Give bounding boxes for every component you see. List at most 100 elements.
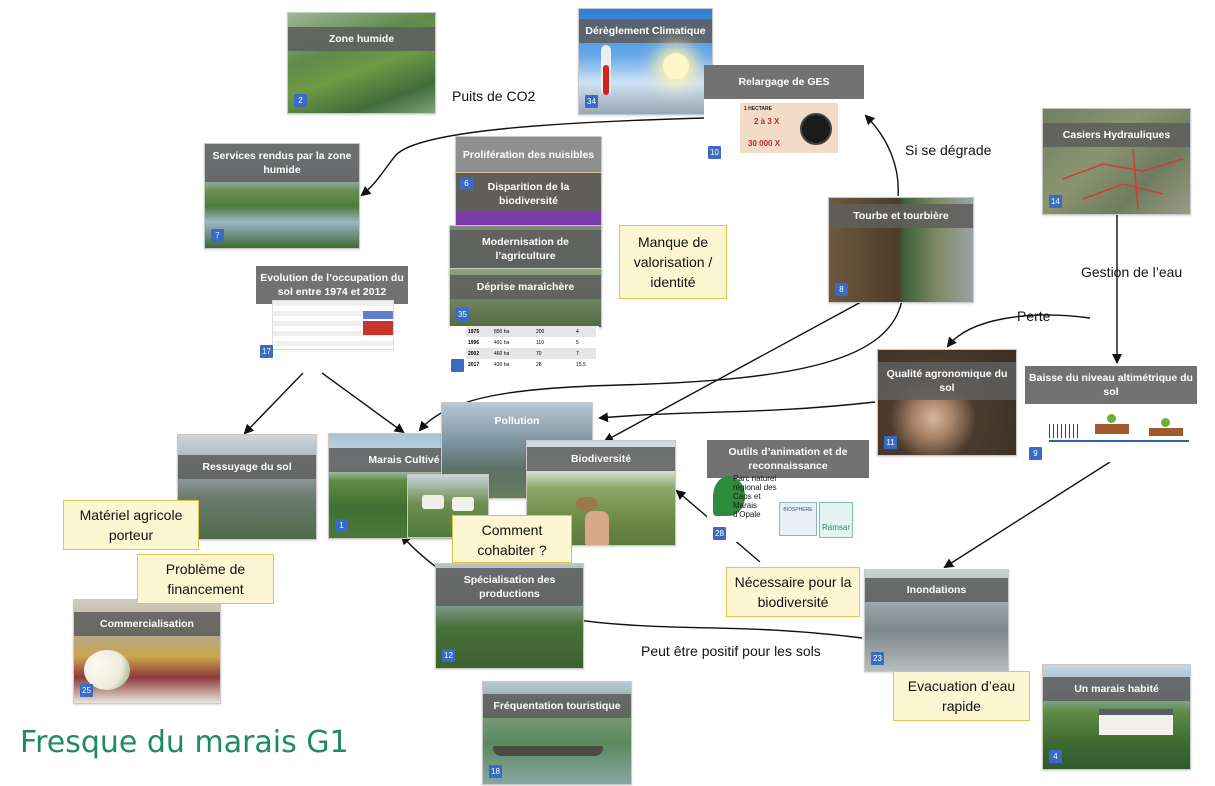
occupation-table bbox=[272, 300, 394, 350]
arrow-evolution-to-ressuyage bbox=[243, 372, 304, 435]
card-title: Déprise maraîchère bbox=[450, 275, 601, 299]
cattle-photo bbox=[407, 474, 489, 538]
card-number: 28 bbox=[713, 527, 726, 540]
card-title: Pollution bbox=[494, 415, 540, 427]
card-title: Inondations bbox=[865, 578, 1008, 602]
table-row: 2002 460 ha 70 7 bbox=[466, 348, 596, 359]
card-title: Biodiversité bbox=[527, 447, 675, 471]
card-commercialisation[interactable]: Commercialisation 25 bbox=[73, 599, 221, 704]
arrow-qualite-to-marais bbox=[598, 401, 876, 423]
card-number: 23 bbox=[871, 652, 884, 665]
table-row: 2017 430 ha 28 15.5 bbox=[466, 359, 596, 370]
map-outline bbox=[1062, 148, 1184, 210]
label-si-se-degrade: Si se dégrade bbox=[905, 142, 992, 158]
card-baisse-niveau[interactable]: Baisse du niveau altimétrique du sol 9 bbox=[1025, 366, 1197, 462]
boat-icon bbox=[493, 746, 603, 756]
card-services-rendus[interactable]: Services rendus par la zone humide 7 bbox=[204, 143, 360, 249]
card-evolution-occupation-sol[interactable]: Evolution de l’occupation du sol entre 1… bbox=[256, 266, 408, 368]
card-title: Dérèglement Climatique bbox=[579, 19, 712, 43]
card-relargage-ges[interactable]: Relargage de GES 1 HECTARE 2 à 3 X 30 00… bbox=[704, 65, 864, 165]
biosphere-logo-icon: BIOSPHÈRE bbox=[779, 502, 817, 536]
deprise-table: 1975 850 ha 200 4 1996 491 ha 110 5 2002… bbox=[449, 326, 599, 374]
arrow-relargage-to-services bbox=[360, 117, 707, 197]
label-positif-sols: Peut être positif pour les sols bbox=[641, 643, 821, 659]
card-title: Commercialisation bbox=[74, 612, 220, 636]
card-tourbe-tourbiere[interactable]: Tourbe et tourbière 8 bbox=[828, 197, 974, 303]
thermometer-icon bbox=[601, 45, 611, 95]
card-number: 12 bbox=[442, 649, 455, 662]
stat-strip bbox=[456, 211, 601, 225]
card-title: Modernisation de l’agriculture bbox=[450, 230, 601, 268]
cauliflower-icon bbox=[84, 650, 130, 690]
table-row: 1975 850 ha 200 4 bbox=[466, 326, 596, 337]
parc-logo-icon bbox=[713, 476, 745, 516]
card-dereglement-climatique[interactable]: Dérèglement Climatique 34 bbox=[578, 8, 713, 115]
card-title: Qualité agronomique du sol bbox=[878, 362, 1016, 400]
card-number: 4 bbox=[1049, 750, 1062, 763]
label-gestion-eau: Gestion de l’eau bbox=[1081, 264, 1183, 280]
card-number: 8 bbox=[835, 283, 848, 296]
card-proliferation-nuisibles[interactable]: Prolifération des nuisibles bbox=[455, 136, 602, 178]
ges-infographic: 1 HECTARE 2 à 3 X 30 000 X bbox=[740, 103, 838, 153]
card-title: Zone humide bbox=[288, 27, 435, 51]
card-number: 11 bbox=[884, 436, 897, 449]
card-qualite-agronomique[interactable]: Qualité agronomique du sol 11 bbox=[877, 349, 1017, 456]
card-number: 18 bbox=[489, 765, 502, 778]
house-icon bbox=[1099, 709, 1173, 735]
parc-logo-text: Parc naturel régional des Caps et Marais… bbox=[733, 474, 777, 519]
card-biodiversite[interactable]: Biodiversité bbox=[526, 440, 676, 546]
card-title: Baisse du niveau altimétrique du sol bbox=[1025, 366, 1197, 404]
card-specialisation-productions[interactable]: Spécialisation des productions 12 bbox=[435, 563, 584, 669]
soil-diagram bbox=[1049, 414, 1189, 442]
card-number: 1 bbox=[335, 519, 348, 532]
arrow-tourbe-to-relargage bbox=[864, 114, 899, 197]
table-row: 1996 491 ha 110 5 bbox=[466, 337, 596, 348]
card-frequentation-touristique[interactable]: Fréquentation touristique 18 bbox=[482, 681, 632, 785]
card-title: Tourbe et tourbière bbox=[829, 204, 973, 228]
card-number: 9 bbox=[1029, 447, 1042, 460]
card-number: 2 bbox=[294, 94, 307, 107]
card-casiers-hydrauliques[interactable]: Casiers Hydrauliques 14 bbox=[1042, 108, 1191, 215]
card-title: Ressuyage du sol bbox=[178, 455, 316, 479]
note-evacuation-eau: Evacuation d’eau rapide bbox=[893, 671, 1030, 721]
card-inondations[interactable]: Inondations 23 bbox=[864, 569, 1009, 672]
card-number: 34 bbox=[585, 95, 598, 108]
card-title: Un marais habité bbox=[1043, 677, 1190, 701]
card-title: Services rendus par la zone humide bbox=[205, 144, 359, 182]
note-probleme-financement: Problème de financement bbox=[137, 554, 274, 604]
globe-icon bbox=[800, 113, 832, 145]
bird-icon bbox=[575, 497, 597, 511]
arrow-evolution-to-marais bbox=[321, 372, 405, 434]
card-title: Evolution de l’occupation du sol entre 1… bbox=[256, 266, 408, 304]
card-title: Prolifération des nuisibles bbox=[462, 149, 595, 161]
ramsar-logo-icon: Ramsar bbox=[819, 502, 853, 538]
ges-line-3: 30 000 X bbox=[748, 139, 781, 148]
label-perte: Perte bbox=[1017, 308, 1051, 324]
note-materiel-agricole: Matériel agricole porteur bbox=[63, 500, 199, 550]
card-title: Spécialisation des productions bbox=[436, 568, 583, 606]
card-disparition-biodiversite[interactable]: Disparition de la biodiversité 6 bbox=[455, 172, 602, 232]
card-number: 10 bbox=[708, 146, 721, 159]
card-title: Relargage de GES bbox=[704, 65, 864, 99]
card-marais-habite[interactable]: Un marais habité 4 bbox=[1042, 664, 1191, 770]
card-number: 6 bbox=[460, 177, 473, 190]
ges-line-1: 1 HECTARE bbox=[744, 106, 772, 112]
note-manque-valorisation: Manque de valorisation / identité bbox=[619, 225, 727, 299]
sun-icon bbox=[663, 53, 689, 79]
card-number: 25 bbox=[80, 684, 93, 697]
note-necessaire-biodiversite: Nécessaire pour la biodiversité bbox=[726, 567, 860, 617]
ges-line-2: 2 à 3 X bbox=[754, 117, 780, 126]
card-title: Disparition de la biodiversité bbox=[456, 175, 601, 213]
card-title: Fréquentation touristique bbox=[483, 694, 631, 718]
card-number: 35 bbox=[456, 308, 469, 321]
card-ressuyage-sol[interactable]: Ressuyage du sol bbox=[177, 434, 317, 540]
card-number: 17 bbox=[260, 345, 273, 358]
label-puits-co2: Puits de CO2 bbox=[452, 88, 536, 104]
arrow-baisse-to-inondations bbox=[943, 461, 1111, 569]
card-zone-humide[interactable]: Zone humide 2 bbox=[287, 12, 436, 114]
table-number bbox=[451, 359, 464, 372]
card-deprise-maraichere[interactable]: Déprise maraîchère 35 bbox=[449, 268, 602, 328]
hand-shape bbox=[585, 511, 609, 545]
card-outils-animation[interactable]: Outils d’animation et de reconnaissance … bbox=[707, 440, 869, 542]
arrow-tourbe-to-biodiv bbox=[603, 301, 862, 442]
